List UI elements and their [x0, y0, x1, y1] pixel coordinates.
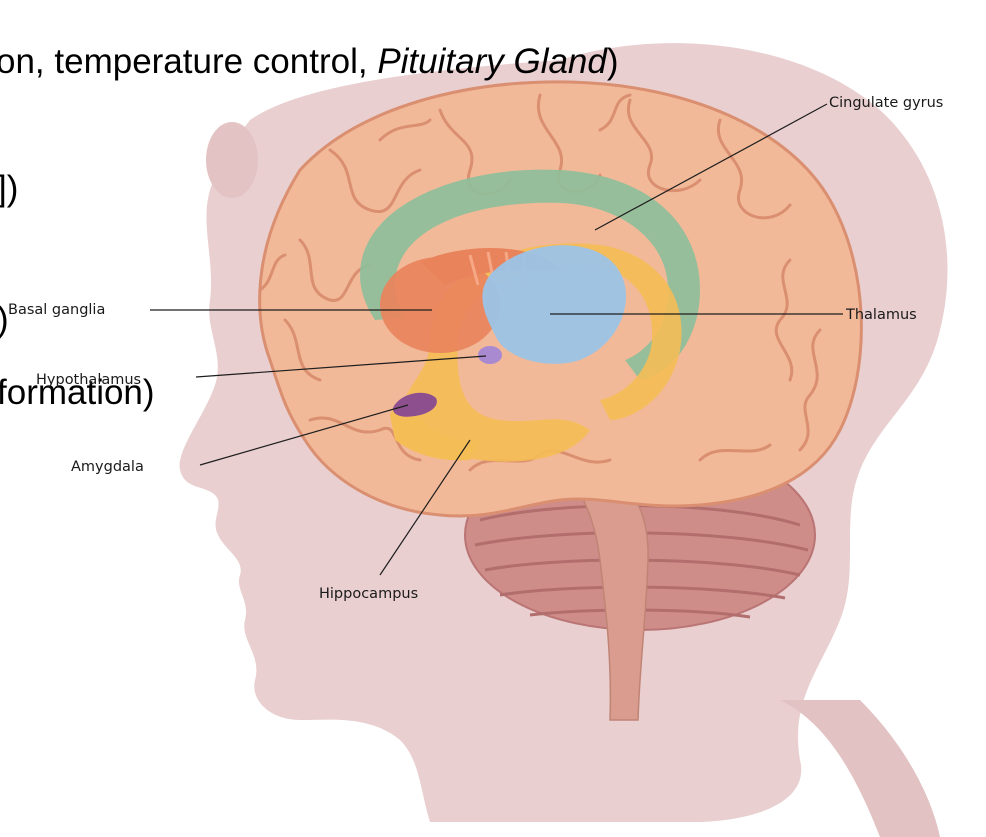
label-amygdala: Amygdala — [71, 459, 144, 475]
label-cingulate-gyrus: Cingulate gyrus — [829, 95, 943, 111]
label-basal-ganglia: Basal ganglia — [8, 302, 105, 318]
slide-text-line-2: ]) — [0, 169, 18, 208]
slide-text-line-1: on, temperature control, Pituitary Gland… — [0, 42, 619, 81]
neck-shadow — [780, 700, 940, 837]
label-thalamus: Thalamus — [845, 307, 917, 323]
label-hippocampus: Hippocampus — [319, 586, 418, 602]
ear-shape — [206, 122, 258, 198]
hypothalamus — [478, 346, 502, 364]
label-hypothalamus: Hypothalamus — [36, 372, 141, 388]
